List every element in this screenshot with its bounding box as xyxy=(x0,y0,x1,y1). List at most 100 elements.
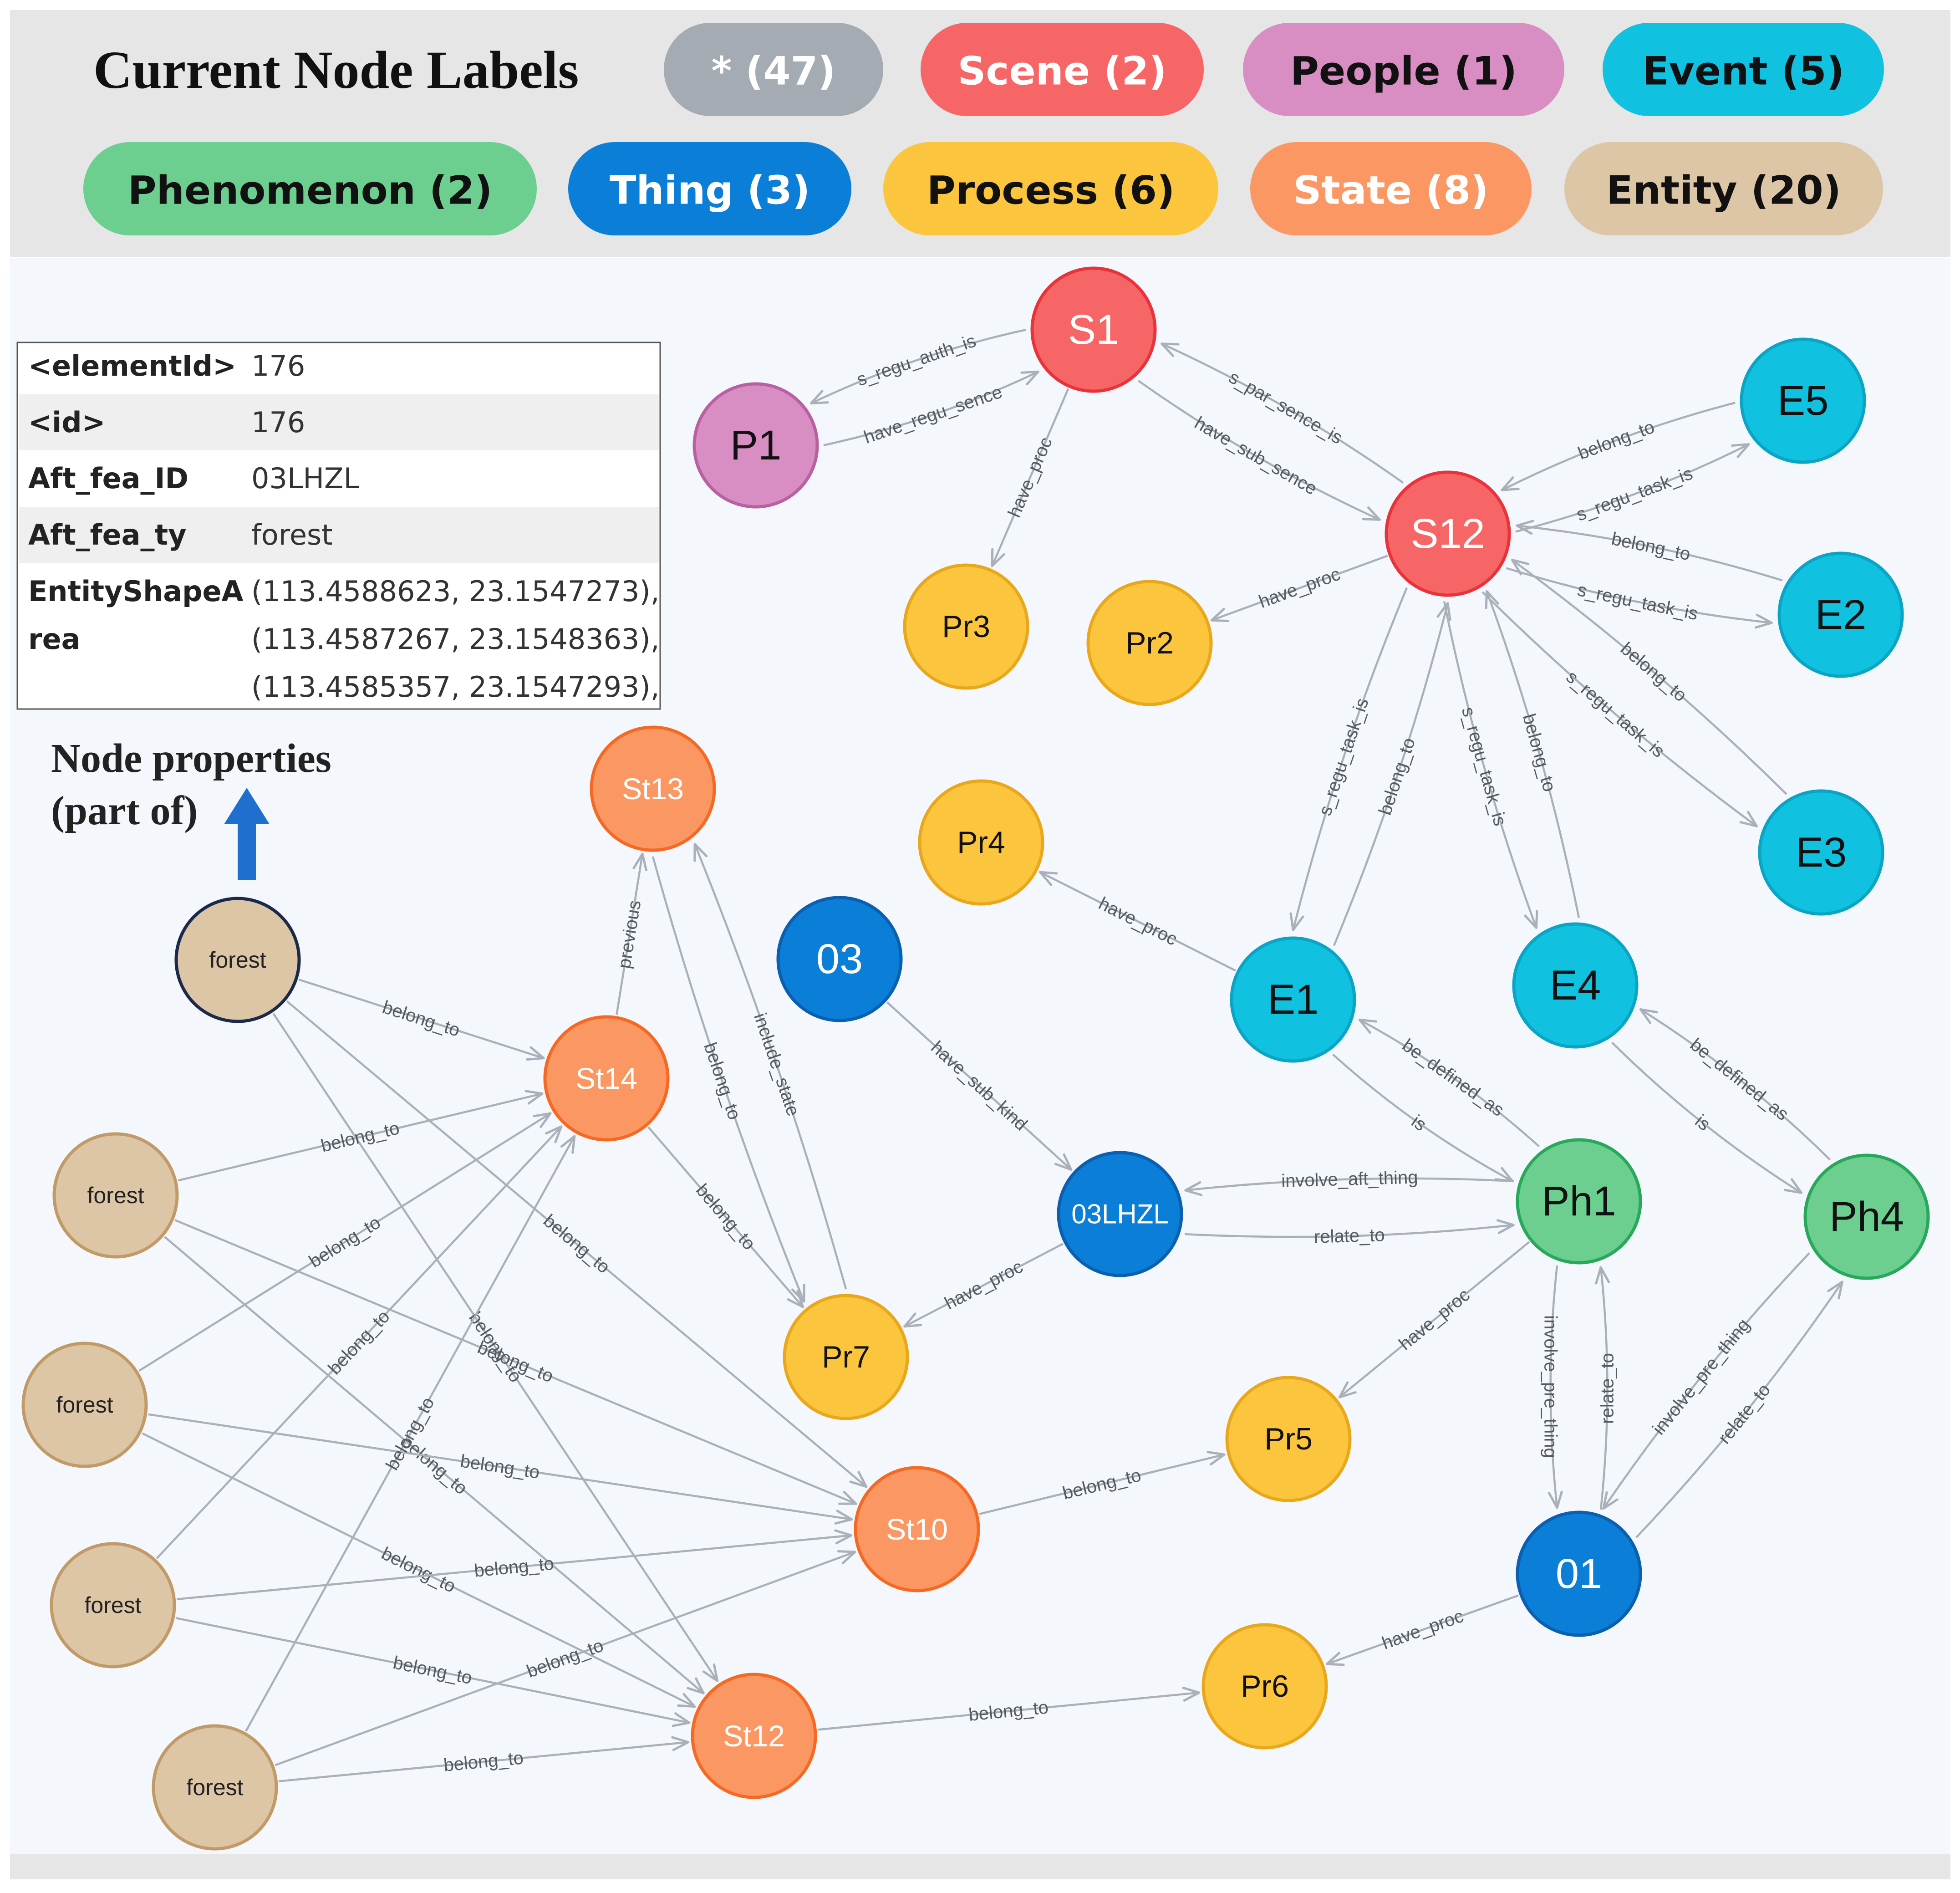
up-arrow-icon xyxy=(224,788,270,880)
node-event-e3[interactable]: E3 xyxy=(1758,789,1884,916)
node-label: Pr6 xyxy=(1241,1669,1289,1704)
prop-key-shape-area-cont: rea xyxy=(28,622,80,656)
node-state-st13[interactable]: St13 xyxy=(590,725,716,852)
node-phenomenon-ph4[interactable]: Ph4 xyxy=(1803,1153,1930,1280)
properties-row-shade xyxy=(19,507,659,563)
node-process-pr7[interactable]: Pr7 xyxy=(783,1294,909,1420)
edge-01-to-ph1[interactable]: relate_to xyxy=(1597,1267,1617,1510)
edge-ph1-to-03lhzl[interactable]: involve_aft_thing xyxy=(1186,1167,1514,1191)
node-entity-f3[interactable]: forest xyxy=(50,1542,176,1668)
node-state-st12[interactable]: St12 xyxy=(691,1673,817,1799)
legend-pill-label: * (47) xyxy=(711,49,835,94)
node-entity-f4[interactable]: forest xyxy=(152,1724,278,1851)
node-label: E2 xyxy=(1815,592,1867,638)
node-scene-s12[interactable]: S12 xyxy=(1385,470,1511,597)
node-label: E3 xyxy=(1796,829,1847,876)
prop-value-id: 176 xyxy=(251,406,305,439)
node-entity-f2[interactable]: forest xyxy=(21,1342,148,1468)
prop-value-elementid: 176 xyxy=(251,349,305,383)
node-label: forest xyxy=(87,1183,144,1208)
legend-pill-label: Event (5) xyxy=(1642,49,1844,94)
node-event-e5[interactable]: E5 xyxy=(1740,337,1866,464)
node-thing-01[interactable]: 01 xyxy=(1516,1510,1642,1637)
node-label: E1 xyxy=(1268,976,1319,1023)
bottom-band xyxy=(10,1854,1950,1879)
node-label: forest xyxy=(186,1775,243,1800)
prop-key-shape-area: EntityShapeA xyxy=(28,575,243,608)
properties-caption-line2: (part of) xyxy=(51,788,198,833)
prop-key-aft-fea-ty: Aft_fea_ty xyxy=(28,518,187,551)
node-phenomenon-ph1[interactable]: Ph1 xyxy=(1516,1138,1642,1265)
node-label: S1 xyxy=(1068,306,1120,353)
node-label: Pr4 xyxy=(957,825,1005,860)
node-label: P1 xyxy=(730,422,782,469)
legend-pill-state[interactable]: State (8) xyxy=(1250,142,1532,235)
edge-label: involve_pre_thing xyxy=(1541,1315,1561,1458)
prop-value-shape-1: (113.4588623, 23.1547273), xyxy=(251,575,659,608)
node-process-pr3[interactable]: Pr3 xyxy=(903,563,1029,690)
node-thing-03lhzl[interactable]: 03LHZL xyxy=(1057,1151,1183,1277)
node-people-p1[interactable]: P1 xyxy=(692,382,819,509)
legend-pill-entity[interactable]: Entity (20) xyxy=(1564,142,1883,235)
node-label: St12 xyxy=(723,1719,785,1753)
prop-value-aft-fea-ty: forest xyxy=(251,518,333,551)
edge-f3-to-st10[interactable]: belong_to xyxy=(177,1536,851,1600)
legend-pill-label: State (8) xyxy=(1293,168,1489,214)
node-thing-03[interactable]: 03 xyxy=(776,896,903,1022)
prop-key-elementid: <elementId> xyxy=(28,349,236,383)
prop-key-aft-fea-id: Aft_fea_ID xyxy=(28,462,188,495)
legend-title: Current Node Labels xyxy=(93,40,579,100)
node-process-pr2[interactable]: Pr2 xyxy=(1086,580,1213,706)
node-process-pr6[interactable]: Pr6 xyxy=(1201,1623,1328,1750)
prop-value-shape-3: (113.4585357, 23.1547293), xyxy=(251,670,659,704)
node-label: St10 xyxy=(886,1512,948,1546)
node-entity-f1[interactable]: forest xyxy=(52,1132,179,1259)
prop-value-aft-fea-id: 03LHZL xyxy=(251,462,360,495)
node-event-e4[interactable]: E4 xyxy=(1512,922,1639,1049)
node-label: Pr2 xyxy=(1125,626,1174,660)
edge-ph1-to-01[interactable]: involve_pre_thing xyxy=(1541,1265,1561,1508)
node-process-pr5[interactable]: Pr5 xyxy=(1225,1376,1352,1502)
node-label: 01 xyxy=(1556,1551,1602,1597)
legend-pill-event[interactable]: Event (5) xyxy=(1603,23,1884,116)
node-label: S12 xyxy=(1410,510,1485,557)
legend-pill-people[interactable]: People (1) xyxy=(1243,23,1564,116)
node-label: 03 xyxy=(816,936,863,982)
node-label: Pr7 xyxy=(822,1340,870,1374)
node-event-e1[interactable]: E1 xyxy=(1230,936,1356,1063)
node-label: St13 xyxy=(622,772,684,806)
node-process-pr4[interactable]: Pr4 xyxy=(918,779,1044,906)
edge-label: relate_to xyxy=(1313,1225,1385,1247)
node-label: E5 xyxy=(1777,378,1829,424)
node-state-st10[interactable]: St10 xyxy=(854,1466,980,1592)
edge-label: relate_to xyxy=(1597,1353,1617,1424)
legend-pill-label: Thing (3) xyxy=(610,168,810,214)
node-label: St14 xyxy=(575,1061,637,1095)
node-entity-f0[interactable]: forest xyxy=(174,897,301,1023)
node-scene-s1[interactable]: S1 xyxy=(1030,266,1157,393)
prop-key-id: <id> xyxy=(28,406,106,439)
legend-pill-label: Process (6) xyxy=(927,168,1175,214)
node-label: Ph4 xyxy=(1829,1194,1904,1240)
prop-value-shape-2: (113.4587267, 23.1548363), xyxy=(251,622,659,656)
legend-pill-scene[interactable]: Scene (2) xyxy=(921,23,1204,116)
node-label: E4 xyxy=(1550,962,1601,1009)
node-state-st14[interactable]: St14 xyxy=(543,1015,670,1142)
legend-pill-process[interactable]: Process (6) xyxy=(883,142,1218,235)
node-label: forest xyxy=(56,1392,113,1418)
legend-pill-phenomenon[interactable]: Phenomenon (2) xyxy=(83,142,537,235)
properties-row-shade xyxy=(19,394,659,450)
node-label: Pr3 xyxy=(942,609,990,644)
edge-label: involve_aft_thing xyxy=(1281,1167,1418,1191)
node-label: Ph1 xyxy=(1542,1178,1616,1225)
edge-03lhzl-to-ph1[interactable]: relate_to xyxy=(1185,1225,1513,1247)
legend-pill-[interactable]: * (47) xyxy=(664,23,883,116)
node-label: 03LHZL xyxy=(1071,1199,1168,1230)
properties-caption-line1: Node properties xyxy=(51,736,331,781)
node-event-e2[interactable]: E2 xyxy=(1777,551,1904,678)
legend-pill-thing[interactable]: Thing (3) xyxy=(568,142,851,235)
legend-pill-label: People (1) xyxy=(1290,49,1517,94)
legend-pill-label: Phenomenon (2) xyxy=(128,168,493,214)
